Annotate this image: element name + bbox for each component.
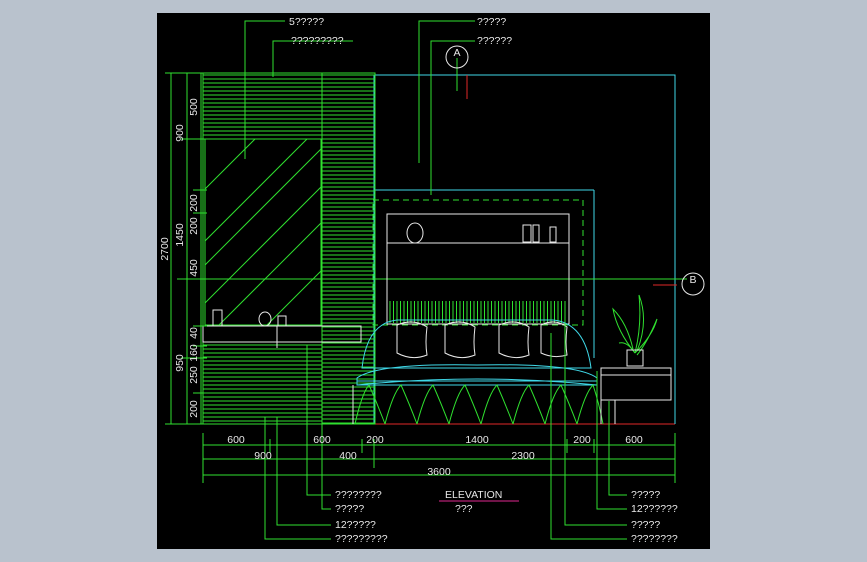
pillows <box>396 321 568 359</box>
top-leaders <box>244 20 475 195</box>
jar-icon-3 <box>549 226 557 243</box>
callout-bottom-8: ???????? <box>631 533 678 545</box>
dim-v-450: 450 <box>188 259 200 277</box>
wardrobe-slats-right <box>322 74 375 424</box>
dresser-top <box>202 325 362 343</box>
drawing-subtitle: ??? <box>455 503 473 515</box>
callout-top-3: ????? <box>477 16 506 28</box>
dim-h-1: 600 <box>227 434 245 446</box>
mirror-hatch <box>204 138 322 326</box>
niche-frame <box>386 213 570 325</box>
dim-h-9: 2300 <box>511 450 535 462</box>
section-marker-a <box>445 45 469 69</box>
bottle-2 <box>258 311 272 327</box>
dim-h-total: 3600 <box>427 466 451 478</box>
jar-icon-1 <box>522 224 532 243</box>
dim-v-900: 900 <box>174 124 186 142</box>
callout-top-1: 5????? <box>289 16 324 28</box>
dim-h-5: 200 <box>573 434 591 446</box>
callout-bottom-3: 12????? <box>335 519 376 531</box>
dim-v-950: 950 <box>174 354 186 372</box>
dim-v-40: 40 <box>188 327 200 339</box>
callout-bottom-7: ????? <box>631 519 660 531</box>
dim-v-500: 500 <box>188 98 200 116</box>
dim-h-4: 1400 <box>465 434 489 446</box>
mirror-panel <box>204 138 322 326</box>
callout-bottom-5: ????? <box>631 489 660 501</box>
dim-v-1450: 1450 <box>174 223 186 247</box>
plant-pot <box>626 349 644 367</box>
jar-icon-2 <box>532 224 540 243</box>
cabinet-slats-bottom <box>203 344 322 422</box>
headboard-recess <box>372 199 584 326</box>
wardrobe-slats-left <box>203 74 322 136</box>
bottle-1 <box>212 309 223 327</box>
dim-v-200a: 200 <box>188 194 200 212</box>
dim-v-total: 2700 <box>159 237 171 261</box>
horizontal-dimensions <box>202 433 676 483</box>
bed-blanket-top <box>356 364 598 386</box>
dim-h-2: 600 <box>313 434 331 446</box>
section-marker-b <box>681 272 705 296</box>
bottom-leaders <box>264 323 627 540</box>
callout-bottom-2: ????? <box>335 503 364 515</box>
vertical-dimensions <box>165 72 207 425</box>
bottle-3 <box>277 315 287 327</box>
dim-v-160: 160 <box>188 344 200 362</box>
vase-icon <box>406 222 424 244</box>
callout-bottom-1: ???????? <box>335 489 382 501</box>
callout-top-2: ????????? <box>291 35 344 47</box>
elevation-drawing: A B 5????? ????????? ????? ?????? ??????… <box>159 16 705 545</box>
nightstand <box>600 367 672 401</box>
section-b-label: B <box>689 274 696 286</box>
bed-skirt <box>354 384 604 425</box>
drawing-title: ELEVATION <box>445 489 502 501</box>
dim-h-6: 600 <box>625 434 643 446</box>
dim-h-3: 200 <box>366 434 384 446</box>
callout-top-4: ?????? <box>477 35 512 47</box>
bed-pillows-area <box>361 319 592 369</box>
dim-v-200c: 200 <box>188 400 200 418</box>
section-a-label: A <box>453 47 460 59</box>
callout-bottom-4: ????????? <box>335 533 388 545</box>
dim-v-200b: 200 <box>188 217 200 235</box>
dim-h-8: 400 <box>339 450 357 462</box>
dim-v-250: 250 <box>188 366 200 384</box>
callout-bottom-6: 12?????? <box>631 503 678 515</box>
headboard-slats <box>389 301 566 323</box>
drawing-sheet: A B 5????? ????????? ????? ?????? ??????… <box>157 13 710 549</box>
dim-h-7: 900 <box>254 450 272 462</box>
plant-icon <box>612 294 658 356</box>
wardrobe-frame <box>202 72 376 425</box>
